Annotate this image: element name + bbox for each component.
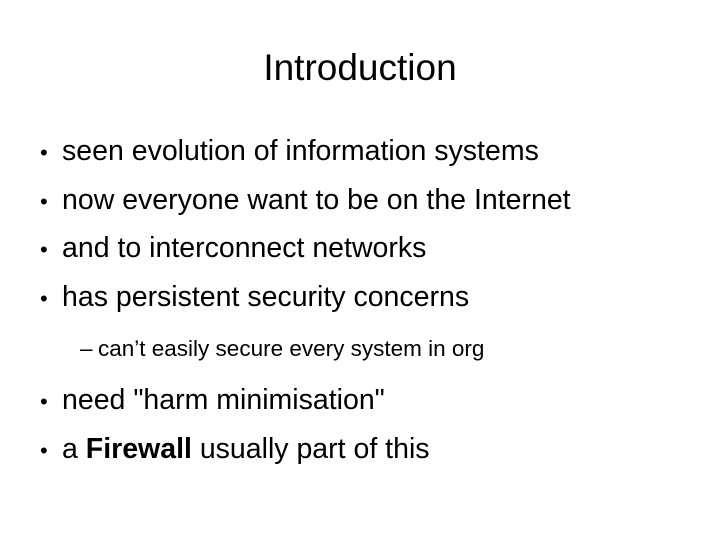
sub-list-item: – can’t easily secure every system in or… — [40, 328, 688, 369]
list-item-text-emphasis: Firewall — [85, 432, 192, 465]
page-title: Introduction — [263, 47, 457, 88]
list-item: • now everyone want to be on the Interne… — [40, 177, 688, 226]
list-item-label: a Firewall usually part of this — [62, 426, 430, 473]
bullet-dot-icon: • — [40, 389, 48, 414]
bullet-dot-icon: • — [40, 437, 48, 463]
slide-body: • seen evolution of information systems … — [40, 128, 688, 474]
list-item-text-suffix: usually part of this — [191, 432, 430, 465]
list-item: • need "harm minimisation" — [40, 377, 688, 426]
list-item-label: now everyone want to be on the Internet — [62, 183, 571, 216]
list-item-label: has persistent security concerns — [62, 280, 470, 313]
list-item-text-prefix: a — [62, 432, 86, 465]
spacer — [40, 369, 688, 377]
bullet-dot-icon: • — [40, 140, 48, 165]
list-item-label: need "harm minimisation" — [62, 377, 385, 424]
list-item-text-prefix: need "harm minimisation" — [62, 384, 385, 416]
en-dash-icon: – — [80, 336, 93, 361]
bullet-dot-icon: • — [40, 188, 48, 214]
list-item: • a Firewall usually part of this — [40, 426, 688, 475]
list-item-label: seen evolution of information systems — [62, 135, 539, 167]
list-item: • and to interconnect networks — [40, 225, 688, 274]
list-item: • seen evolution of information systems — [40, 128, 688, 177]
list-item-label: and to interconnect networks — [62, 232, 427, 264]
bullet-dot-icon: • — [40, 285, 48, 311]
list-item: • has persistent security concerns — [40, 274, 688, 323]
bullet-dot-icon: • — [40, 237, 48, 262]
sub-list-item-label: can’t easily secure every system in org — [98, 336, 485, 361]
